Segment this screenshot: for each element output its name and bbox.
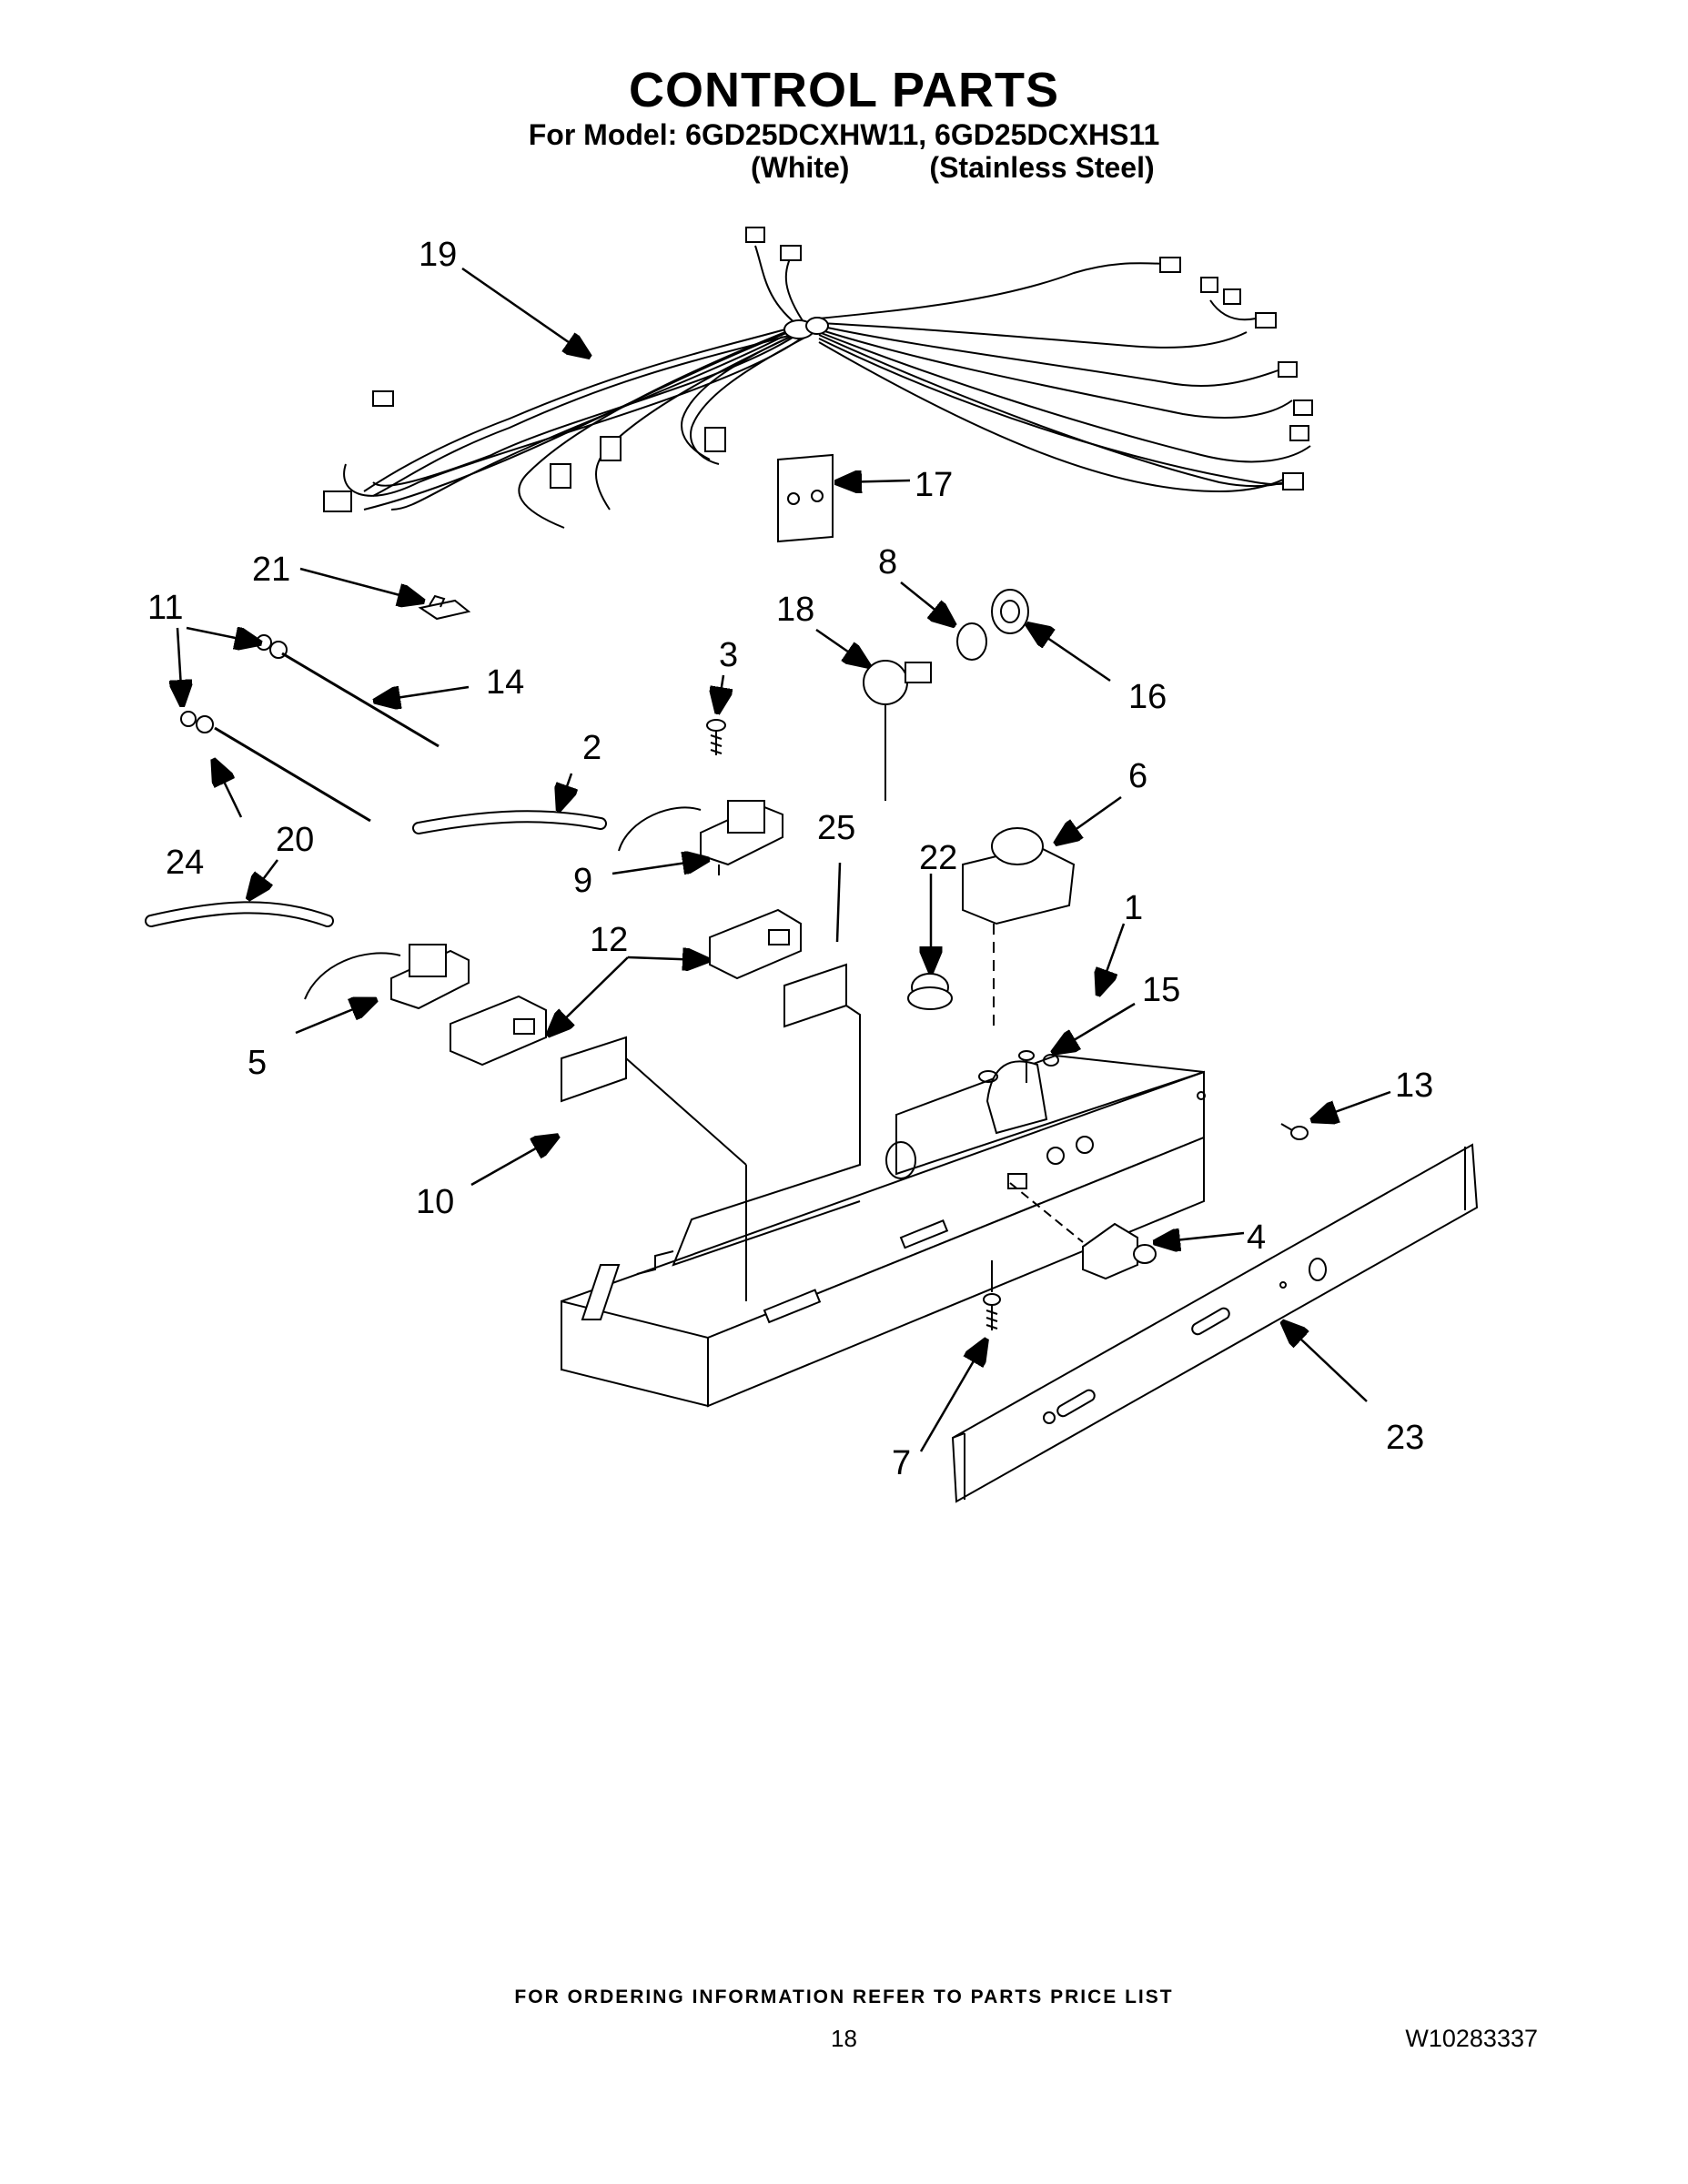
socket-8 [956,622,987,661]
callout-3: 3 [719,636,738,674]
ordering-note: FOR ORDERING INFORMATION REFER TO PARTS … [514,1987,1174,2007]
front-panel-23 [951,1143,1479,1503]
model-numbers: For Model: 6GD25DCXHW11, 6GD25DCXHS11 [528,118,1160,151]
model-variants: (White) (Stainless Steel) [751,153,1155,182]
callout-2: 2 [582,729,601,767]
callout-25: 25 [817,809,855,847]
callout-6: 6 [1128,757,1147,795]
hose-20-inner [147,903,332,925]
label-10 [561,1036,627,1103]
variant-stainless-label: (Stainless Steel) [929,151,1155,184]
wire-harness [323,227,1313,529]
callout-14: 14 [486,663,524,702]
foam-pad-17 [777,453,834,543]
light-bulb-18 [863,660,932,705]
callout-5: 5 [248,1044,267,1082]
callout-13: 13 [1395,1067,1433,1105]
screw-15 [1018,1050,1035,1083]
callout-9: 9 [573,862,592,900]
callout-15: 15 [1142,971,1180,1009]
callout-1: 1 [1124,889,1143,927]
callout-21: 21 [252,551,290,589]
callout-numbers: 1 2 3 4 5 6 7 8 9 10 11 12 13 14 15 16 1… [147,236,1433,1482]
callout-18: 18 [776,591,814,629]
control-housing-1 [561,1005,1206,1408]
screw-13 [1280,1123,1309,1140]
callout-16: 16 [1128,678,1167,716]
tube-24 [180,711,371,823]
callout-17: 17 [915,466,953,504]
housing-16 [991,589,1029,634]
callout-22: 22 [919,839,957,877]
control-6 [962,827,1076,1028]
callout-11: 11 [147,589,183,627]
callout-10: 10 [416,1183,454,1221]
callout-8: 8 [878,543,897,581]
leader-arrows [177,267,1391,1452]
hose-2-inner [414,812,605,833]
clip-21 [418,594,471,621]
page-title: CONTROL PARTS [628,63,1059,117]
switch-4 [1009,1182,1157,1280]
callout-20: 20 [276,821,314,859]
document-number: W10283337 [1405,2025,1538,2052]
variant-white-label: (White) [751,151,850,184]
callout-23: 23 [1386,1419,1424,1457]
screw-3 [706,719,726,755]
label-25 [783,963,847,1028]
bracket-12 [450,908,802,1067]
callout-4: 4 [1247,1218,1266,1257]
grommet-22 [907,973,953,1010]
page-number: 18 [831,2025,857,2052]
callout-12: 12 [590,921,628,959]
callout-19: 19 [419,236,457,274]
screw-7 [983,1260,1001,1330]
callout-24: 24 [166,844,204,882]
switch-5 [304,944,470,1010]
switch-9 [618,800,783,875]
callout-7: 7 [892,1444,911,1482]
tube-14 [256,634,440,748]
